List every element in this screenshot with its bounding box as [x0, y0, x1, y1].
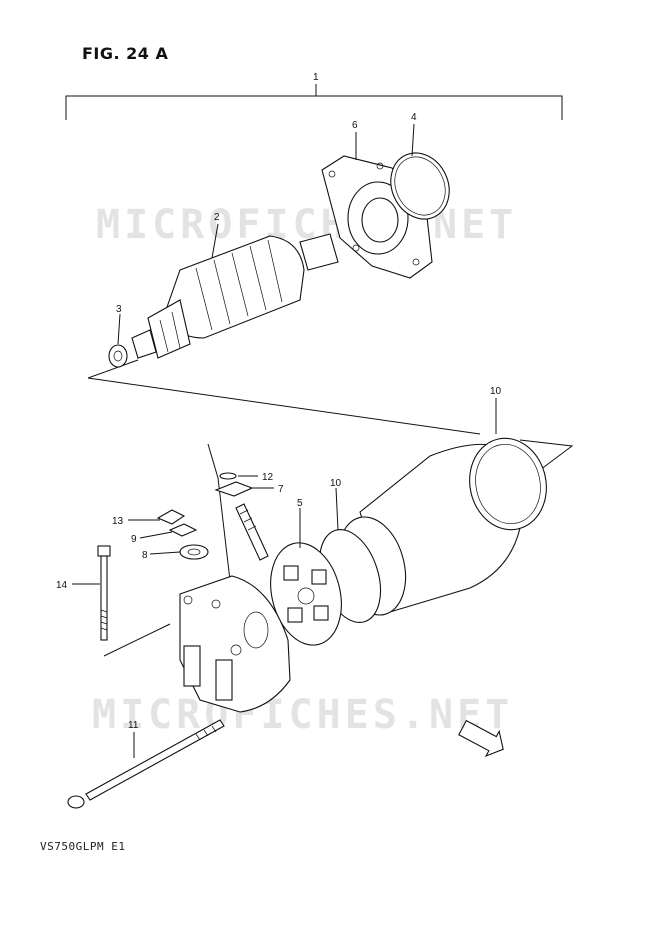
callout-7: 7 [278, 484, 284, 495]
callout-4: 4 [411, 112, 417, 123]
callout-10-yoke: 10 [490, 386, 502, 397]
rear-end-cover [179, 575, 291, 713]
callout-8: 8 [142, 550, 148, 561]
callout-6: 6 [352, 120, 358, 131]
callout-14: 14 [56, 580, 68, 591]
o-ring-large [390, 152, 450, 220]
brush-holder [270, 542, 342, 646]
assembly-bracket [65, 84, 563, 120]
figure-title: FIG. 24 A [82, 44, 169, 63]
callout-11: 11 [128, 720, 139, 731]
through-bolt-11 [67, 719, 225, 809]
callout-3: 3 [116, 304, 122, 315]
callout-2: 2 [214, 212, 220, 223]
callout-1: 1 [313, 72, 319, 83]
insulator-8 [179, 544, 209, 560]
washer-9 [168, 523, 198, 537]
armature [131, 233, 339, 359]
callout-13: 13 [112, 516, 124, 527]
callout-5: 5 [297, 498, 303, 509]
washer-12 [219, 472, 237, 480]
nut-13 [156, 509, 186, 525]
fwd-arrow-icon: FWD [458, 719, 504, 758]
model-code: VS750GLPM E1 [40, 840, 126, 853]
callout-10-oring: 10 [330, 478, 342, 489]
callouts: 1 2 3 4 5 6 7 8 9 10 10 11 12 13 14 [56, 72, 502, 731]
leader-lines [72, 123, 497, 758]
callout-12: 12 [262, 472, 274, 483]
bolt-14 [97, 545, 111, 641]
terminal-bolt [235, 503, 269, 561]
callout-9: 9 [131, 534, 137, 545]
plate-7 [214, 481, 254, 497]
watermark-bottom: MICROFICHES.NET [92, 692, 513, 738]
washer-3 [108, 344, 128, 368]
